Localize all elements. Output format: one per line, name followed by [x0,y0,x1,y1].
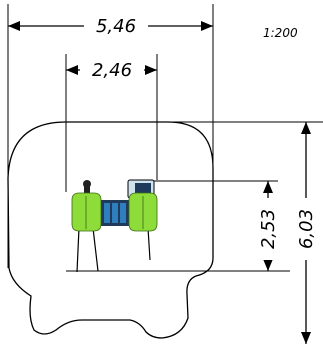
arrow-bottom-overall-depth [301,332,311,344]
play-structure [71,179,158,273]
arrow-bottom-inner-depth [263,259,273,271]
leg-left [76,227,80,273]
arrow-left-inner-width [66,65,78,75]
leg-left-2 [92,227,99,272]
leg-right [147,227,151,261]
arrow-top-overall-depth [301,122,311,134]
arrow-top-inner-depth [263,181,273,193]
arrow-right-inner-width [145,65,157,75]
arrow-right-overall-width [201,21,213,31]
inner-depth-label: 2,53 [258,209,279,249]
inner-width-label: 2,46 [92,60,132,81]
overall-width-label: 5,46 [96,16,136,37]
overall-depth-label: 6,03 [296,209,317,249]
safety-zone-outline [7,121,214,339]
arrow-left-overall-width [8,21,20,31]
left-tower-panel [71,192,102,232]
scale-label: 1:200 [263,26,298,40]
